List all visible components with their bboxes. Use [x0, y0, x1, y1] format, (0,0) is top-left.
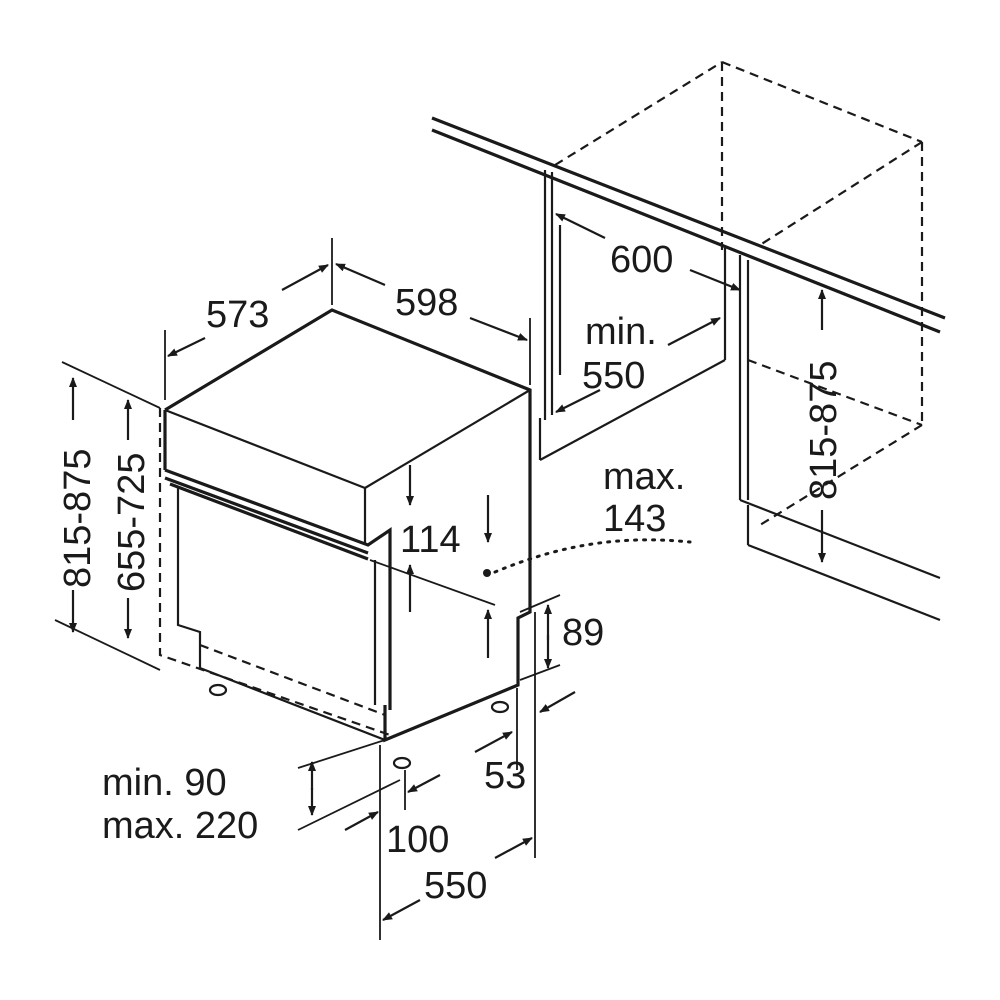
dimline-573-right [281, 264, 329, 291]
ext-plinth-bottom [297, 779, 401, 831]
niche-right-plinth-bottom [747, 543, 941, 622]
label-foot-offset-front: 100 [386, 819, 449, 861]
label-niche-depth-value: 550 [582, 355, 645, 397]
label-plinth-max: max. 220 [102, 805, 258, 847]
niche-right-plinth-top [739, 498, 941, 580]
dimension-labels: 600 min. 550 815-875 598 573 815-875 655… [57, 239, 845, 907]
dash-bottom-right [759, 424, 923, 526]
dimline-100-right [407, 774, 441, 793]
dimline-598-left [335, 262, 386, 287]
dimline-550-right [667, 317, 721, 346]
niche-drawing [431, 60, 946, 622]
dimline-600-left [555, 213, 606, 239]
ext-height-bottom [54, 619, 161, 671]
label-height-inner: 655-725 [111, 453, 153, 592]
label-panel-gap: 114 [400, 519, 461, 561]
label-plinth-min: min. 90 [102, 762, 227, 804]
dimline-550-left [555, 389, 601, 413]
countertop-top-edge [431, 116, 946, 320]
dimline-573-left [167, 337, 206, 357]
panel-stripe-1 [164, 476, 369, 555]
label-foot-offset-right: 53 [484, 755, 526, 797]
dash-top-right [759, 141, 923, 246]
foot-front-left [208, 683, 228, 697]
label-height-outer: 815-875 [57, 449, 99, 588]
max-leader-dotted [493, 538, 692, 574]
dimension-lines [54, 213, 826, 940]
label-niche-depth-min: min. [585, 311, 657, 353]
label-max-value: 143 [603, 498, 666, 540]
dishwasher-body [158, 308, 692, 770]
dimline-550-bottom-right [494, 837, 533, 859]
ext-89-bottom [519, 664, 561, 681]
body-top-right-edge [364, 389, 531, 489]
handle-point [483, 569, 491, 577]
plinth-dashed [199, 643, 386, 717]
dimline-100-left [344, 811, 379, 831]
ext-114 [369, 559, 496, 606]
dash-mid-line [747, 358, 923, 427]
panel-bottom-edge [164, 468, 392, 710]
dimline-550-bottom-left [382, 899, 421, 921]
label-kick-height: 89 [562, 612, 604, 654]
decor-panel-dashed [158, 408, 391, 737]
countertop-bottom-edge [431, 128, 941, 334]
dimline-53-right [539, 691, 576, 713]
ext-height-top [61, 361, 161, 409]
dash-top-left [554, 61, 723, 166]
ext-89-top [519, 594, 561, 613]
body-top-front-edge [164, 408, 366, 490]
label-niche-height: 815-875 [803, 361, 845, 500]
label-max: max. [603, 456, 685, 498]
label-appliance-depth: 573 [206, 294, 269, 336]
label-appliance-width: 598 [395, 282, 458, 324]
label-total-depth: 550 [424, 865, 487, 907]
niche-left-floor-line [539, 359, 726, 461]
dimline-53-left [474, 731, 513, 753]
panel-stripe-2 [169, 482, 369, 561]
body-outline [164, 308, 532, 743]
dash-top-back [721, 60, 923, 144]
foot-front-right [392, 756, 412, 770]
dimline-600-right [689, 268, 741, 292]
door-outline [176, 488, 386, 742]
label-niche-width: 600 [610, 239, 673, 281]
foot-back-right [490, 700, 510, 714]
dimline-598-right [469, 316, 528, 342]
